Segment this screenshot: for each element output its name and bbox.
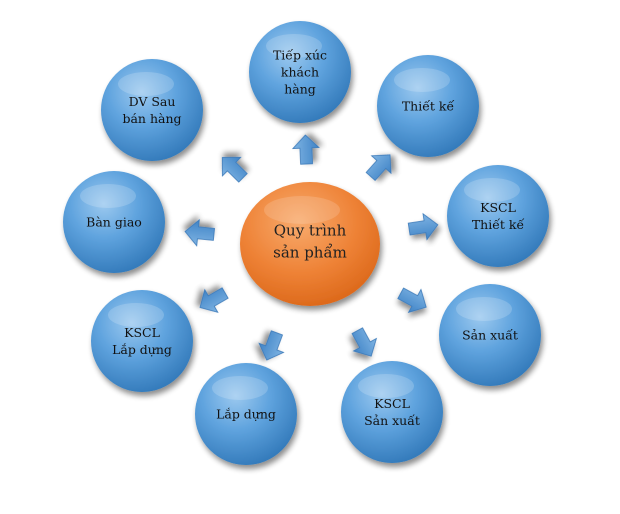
node-label-line: hàng [284, 82, 316, 97]
node-label-line: Lắp dựng [112, 342, 172, 357]
node-label-line: KSCL [374, 396, 410, 411]
step-circle [195, 363, 297, 465]
process-step-ban-giao: Bàn giao [63, 171, 165, 273]
direction-arrow [397, 287, 427, 314]
node-label-line: Lắp dựng [216, 407, 276, 422]
node-label-line: Quy trình [274, 222, 347, 240]
direction-arrow [351, 327, 378, 357]
step-circle [249, 21, 351, 123]
process-step-kscl-san-xuat: KSCL Sản xuất [341, 361, 443, 463]
process-step-thiet-ke: Thiết kế [377, 55, 479, 157]
direction-arrow [221, 156, 248, 183]
process-step-lap-dung: Lắp dựng [195, 363, 297, 465]
node-label-line: Tiếp xúc [273, 48, 327, 63]
node-label-line: sản phẩm [273, 244, 347, 262]
process-step-san-xuat: Sản xuất [439, 284, 541, 386]
process-step-kscl-lap-dung: KSCL Lắp dựng [91, 290, 193, 392]
step-circle [439, 284, 541, 386]
center-node: Quy trình sản phẩm [240, 182, 380, 306]
step-circle [377, 55, 479, 157]
direction-arrow [258, 330, 285, 361]
direction-arrow [184, 218, 215, 247]
node-label-line: KSCL [124, 325, 160, 340]
step-circle [341, 361, 443, 463]
step-circle [91, 290, 193, 392]
node-label-line: KSCL [480, 200, 516, 215]
node-label-line: Sản xuất [462, 328, 518, 343]
node-label-line: khách [281, 65, 319, 80]
node-label-line: Thiết kế [402, 99, 455, 114]
process-step-kscl-thiet-ke: KSCL Thiết kế [447, 165, 549, 267]
direction-arrow [199, 287, 229, 313]
node-label-line: Thiết kế [472, 217, 525, 232]
step-circle [447, 165, 549, 267]
direction-arrow [407, 212, 439, 241]
process-step-tiep-xuc-khach-hang: Tiếp xúc khách hàng [249, 21, 351, 123]
step-circle [63, 171, 165, 273]
node-label-line: Bàn giao [86, 215, 142, 230]
node-label-line: bán hàng [122, 111, 181, 126]
node-label-line: DV Sau [129, 94, 176, 109]
step-circle [101, 59, 203, 161]
direction-arrow [365, 154, 392, 181]
center-circle [240, 182, 380, 306]
process-step-dv-sau-ban-hang: DV Sau bán hàng [101, 59, 203, 161]
direction-arrow [291, 134, 320, 165]
node-label-line: Sản xuất [364, 413, 420, 428]
arrows-layer [184, 134, 439, 361]
